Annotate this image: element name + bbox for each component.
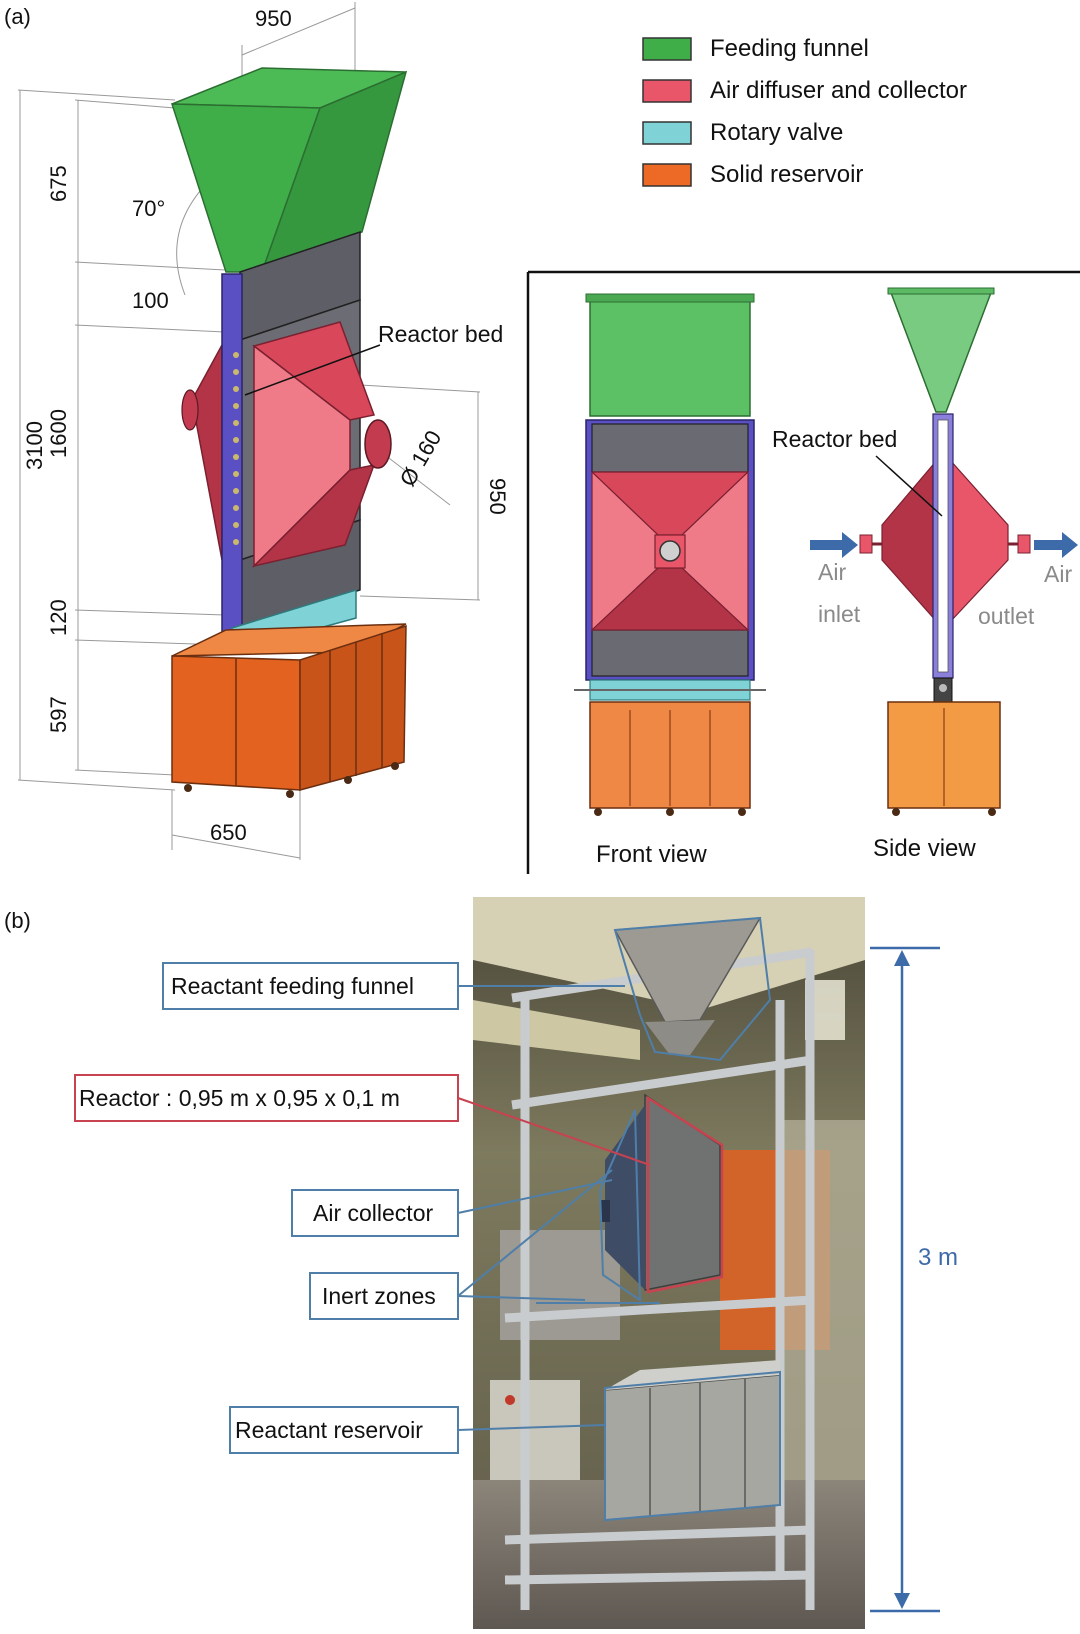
iso-funnel-side [260,70,408,274]
front-inert-upper [591,423,749,473]
height-indicator [870,946,940,1613]
air-outlet-arrow [1034,532,1078,558]
views-inset [526,270,1080,874]
reactor-bed-label-side: Reactor bed [772,426,897,452]
outline-reservoir [604,1370,781,1522]
side-view-label: Side view [873,835,976,862]
air-inlet-label-air: Air [818,559,846,585]
outline-funnel [613,916,772,1062]
legend-label-air-diffuser: Air diffuser and collector [710,77,967,104]
air-outlet-label-air: Air [1044,561,1072,587]
front-inert-lower [591,629,749,677]
front-air-port [659,540,681,562]
legend-swatch-rotary-valve [642,121,692,145]
legend-label-feeding-funnel: Feeding funnel [710,35,869,62]
legend-label-rotary-valve: Rotary valve [710,119,843,146]
air-outlet-label-outlet: outlet [978,603,1035,629]
callout-inert-zones: Inert zones [322,1283,436,1309]
legend-swatch-solid-reservoir [642,163,692,187]
callout-funnel: Reactant feeding funnel [171,973,414,999]
dim-angle: 70° [132,196,165,221]
dim-gap: 100 [132,288,169,313]
iso-drawing [17,2,481,860]
dim-valve-height: 120 [46,599,71,636]
side-funnel [888,289,994,413]
iso-collector-left [191,344,223,561]
callout-air-collector: Air collector [313,1200,433,1226]
front-funnel [589,295,751,417]
callout-reservoir: Reactant reservoir [235,1417,423,1443]
iso-frame-column [221,273,243,635]
iso-air-port-left [181,389,199,431]
panel-b-label: (b) [4,908,31,933]
legend-swatch-feeding-funnel [642,37,692,61]
outline-reactor [646,1095,724,1294]
callout-box-funnel [162,962,459,1010]
side-diffuser-right [949,458,1009,624]
callout-box-reservoir [229,1406,459,1454]
panel-a-label: (a) [4,4,31,29]
dim-diffuser-height: 950 [485,478,510,515]
side-collector-left [881,458,938,624]
photo-outlines [536,916,781,1522]
dim-top-width: 950 [255,6,292,31]
callout-box-air-collector [291,1189,459,1237]
reactor-bed-leader-iso [244,344,381,396]
dim-reservoir-height: 597 [46,696,71,733]
air-inlet-label-inlet: inlet [818,601,861,627]
prototype-photo [473,897,865,1629]
side-view-drawing [859,287,1031,816]
dim-total-height: 3100 [22,421,47,470]
dimension-lines [17,2,481,860]
iso-air-port-right [364,419,392,469]
iso-reservoir-ribs [235,634,383,786]
dim-middle-height: 1600 [46,409,71,458]
legend-swatch-air-diffuser [642,79,692,103]
callout-box-reactor [74,1074,459,1122]
dim-funnel-height: 675 [46,165,71,202]
height-label: 3 m [918,1244,958,1271]
outline-air-collector [598,1109,642,1302]
callout-leaders [457,985,651,1431]
iso-reservoir-wheels [184,762,399,798]
iso-reactor-bed-dots [233,352,239,545]
reactor-bed-label-iso: Reactor bed [378,321,503,347]
legend: Feeding funnel Air diffuser and collecto… [642,35,967,188]
reactor-bed-leader-side [875,455,943,517]
iso-reservoir-side [299,624,407,791]
front-view-drawing [574,293,766,816]
front-view-label: Front view [596,841,707,868]
callout-reactor: Reactor : 0,95 m x 0,95 x 0,1 m [79,1085,400,1111]
legend-label-solid-reservoir: Solid reservoir [710,161,863,188]
callout-box-inert-zones [309,1272,459,1320]
air-inlet-arrow [810,532,858,558]
dim-diameter: Ø 160 [395,426,447,490]
dim-base-width: 650 [210,820,247,845]
